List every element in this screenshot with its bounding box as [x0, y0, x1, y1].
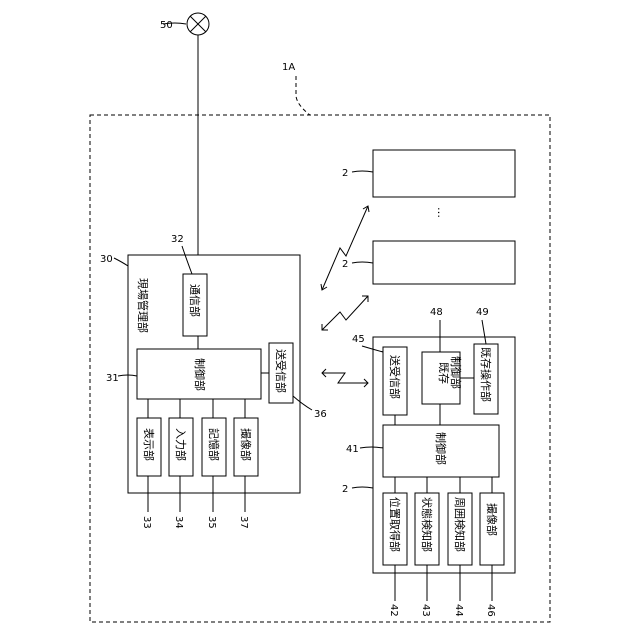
- device-imaging-label: 撮像部: [485, 503, 499, 536]
- storage-unit-label: 記憶部: [207, 428, 221, 461]
- antenna: 50: [160, 13, 209, 274]
- wireless-arrow-2: [322, 296, 368, 330]
- site-management-unit: 現場管理部 30 通信部 32 制御部 31 送受信部 36 表示部 33 入力…: [100, 234, 327, 529]
- other-device-2-box: [373, 241, 515, 284]
- other-device-2: 2: [342, 241, 515, 284]
- existing-control-label-1: 既存: [437, 362, 451, 384]
- wireless-links: [321, 206, 369, 387]
- other-device-1-box: [373, 150, 515, 197]
- figure-ref: 1A: [282, 62, 295, 73]
- device-transceiver-ref: 45: [352, 334, 365, 345]
- site-management-title: 現場管理部: [136, 278, 150, 333]
- imaging-unit-ref: 37: [238, 516, 249, 529]
- imaging-unit-label: 撮像部: [239, 428, 253, 461]
- comm-unit-label: 通信部: [188, 284, 202, 317]
- device-control-ref: 41: [346, 444, 359, 455]
- other-device-1: 2: [342, 150, 515, 197]
- state-unit-label: 状態検知部: [420, 497, 434, 552]
- existing-operation-label: 既存操作部: [479, 347, 493, 402]
- control-unit-label: 制御部: [193, 358, 207, 391]
- site-management-ref: 30: [100, 254, 113, 265]
- device-unit: 2 送受信部 45 既存 制御部 48 既存操作部 49 制御部 41 位置取: [342, 307, 515, 617]
- transceiver-ref: 36: [314, 409, 327, 420]
- existing-control-label-2: 制御部: [449, 356, 463, 389]
- device-ref: 2: [342, 484, 348, 495]
- state-unit-ref: 43: [420, 604, 431, 617]
- storage-unit-ref: 35: [206, 516, 217, 529]
- other-device-1-ref: 2: [342, 168, 348, 179]
- existing-operation-ref: 49: [476, 307, 489, 318]
- device-control-label: 制御部: [434, 432, 448, 465]
- control-unit-ref: 31: [106, 373, 119, 384]
- surroundings-unit-label: 周囲検知部: [453, 497, 467, 552]
- input-unit-label: 入力部: [174, 428, 188, 461]
- position-unit-ref: 42: [388, 604, 399, 617]
- other-device-2-ref: 2: [342, 259, 348, 270]
- wireless-arrow-3: [322, 206, 368, 290]
- wireless-arrow-1: [322, 373, 368, 383]
- ellipsis-text: …: [435, 207, 448, 218]
- antenna-ref: 50: [160, 20, 173, 31]
- display-unit-ref: 33: [141, 516, 152, 529]
- display-unit-label: 表示部: [142, 428, 156, 461]
- input-unit-ref: 34: [173, 516, 184, 529]
- position-unit-label: 位置取得部: [388, 497, 402, 552]
- device-imaging-ref: 46: [485, 604, 496, 617]
- existing-control-ref: 48: [430, 307, 443, 318]
- surroundings-unit-ref: 44: [453, 604, 464, 617]
- device-transceiver-label: 送受信部: [388, 355, 402, 399]
- comm-unit-ref: 32: [171, 234, 184, 245]
- transceiver-label: 送受信部: [274, 349, 288, 393]
